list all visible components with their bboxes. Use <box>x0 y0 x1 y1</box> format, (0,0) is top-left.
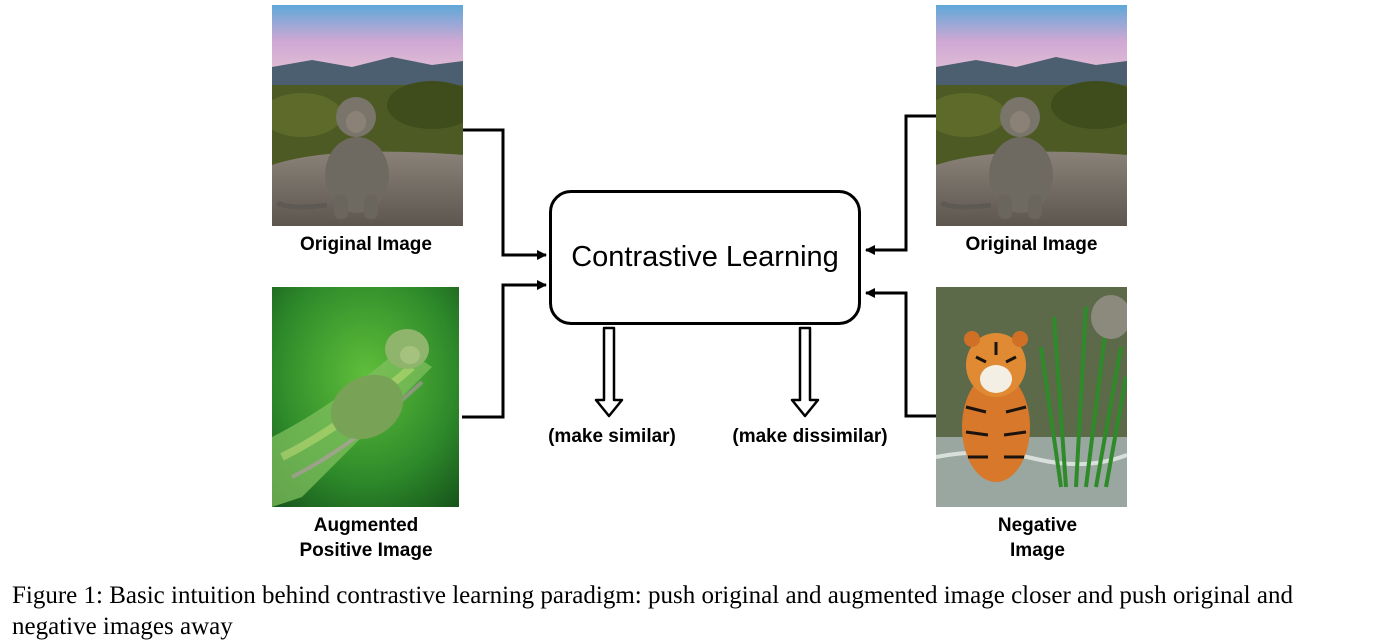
augmented-positive-image <box>272 287 459 507</box>
label-negative-image: Negative Image <box>936 513 1139 563</box>
arrow-make-dissimilar <box>790 326 820 418</box>
label-original-image-left: Original Image <box>300 234 432 255</box>
original-image-left <box>272 5 463 226</box>
contrastive-learning-box: Contrastive Learning <box>549 190 861 325</box>
label-augmented-line2: Positive Image <box>299 540 433 561</box>
label-negative-line2: Image <box>1010 540 1065 561</box>
contrastive-learning-label: Contrastive Learning <box>571 241 839 273</box>
arrow-make-similar <box>594 326 624 418</box>
label-augmented-positive-image: Augmented Positive Image <box>262 513 470 563</box>
figure-caption: Figure 1: Basic intuition behind contras… <box>12 582 1293 640</box>
label-negative-line1: Negative <box>997 515 1078 536</box>
label-make-similar: (make similar) <box>548 426 676 447</box>
negative-image <box>936 287 1127 507</box>
original-image-right <box>936 5 1127 226</box>
label-augmented-line1: Augmented <box>313 515 419 536</box>
label-original-image-right: Original Image <box>965 234 1098 255</box>
arrow-original-right-to-model <box>865 114 936 255</box>
arrow-original-to-model <box>462 128 547 260</box>
arrow-augmented-to-model <box>462 280 547 419</box>
label-make-dissimilar: (make dissimilar) <box>732 426 888 447</box>
arrow-negative-to-model <box>865 288 936 418</box>
